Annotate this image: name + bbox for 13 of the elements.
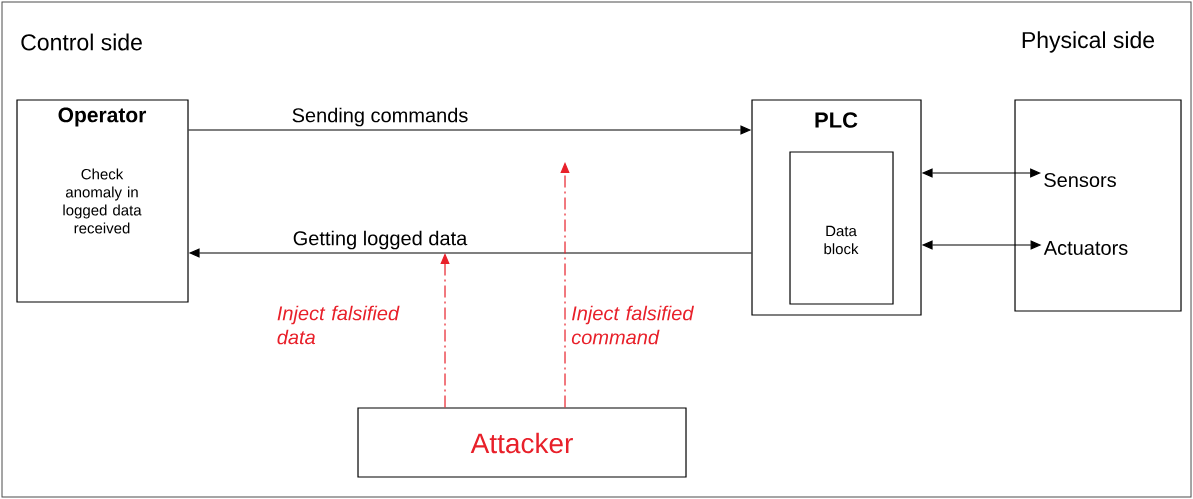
box-title: Operator	[58, 107, 147, 127]
device-label: Actuators	[1043, 241, 1128, 255]
edge-label: Inject falsified command	[571, 305, 694, 345]
heading: Control side	[21, 33, 142, 51]
edge-label: Getting logged data	[293, 230, 468, 250]
device-label: Sensors	[1044, 172, 1116, 188]
heading: Physical side	[1022, 31, 1155, 53]
box-text: Attacker	[470, 432, 573, 454]
edge-label: Inject falsified data	[277, 305, 400, 345]
box-text: Check anomaly in logged data received	[63, 168, 142, 234]
box-text: Data block	[824, 225, 859, 255]
box-title: PLC	[815, 112, 858, 128]
edge-label: Sending commands	[292, 107, 468, 127]
